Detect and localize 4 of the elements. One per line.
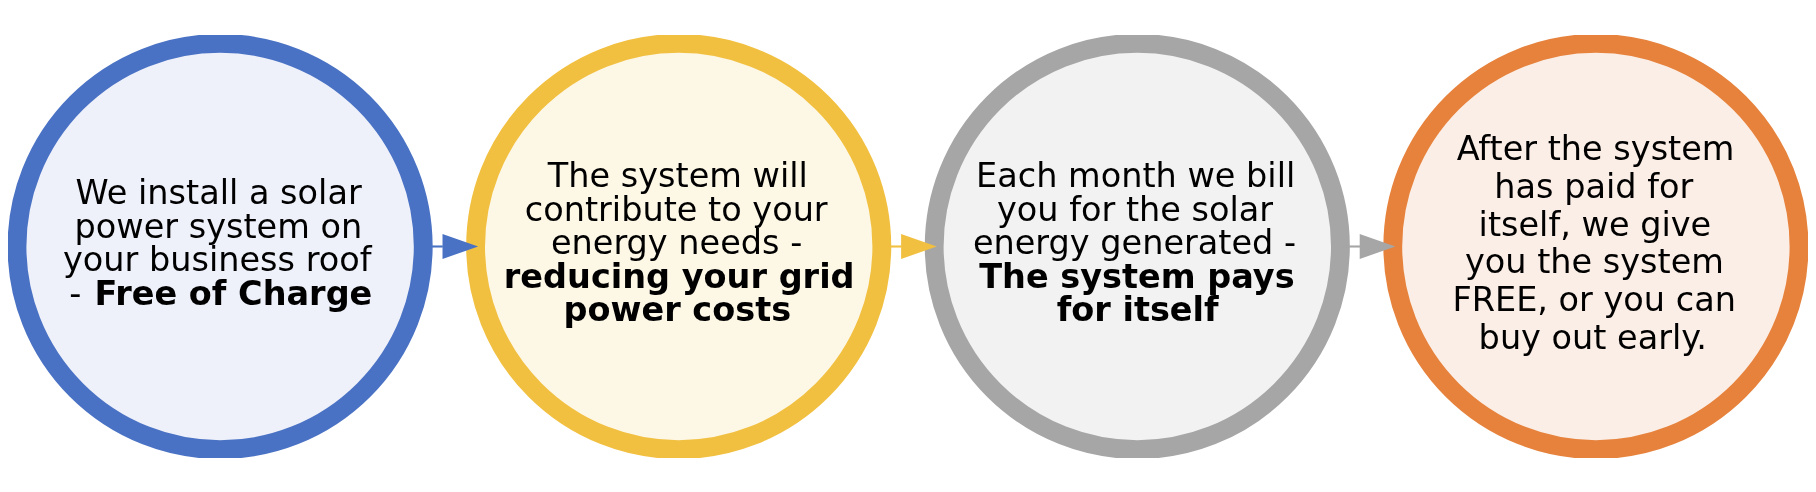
node-circle: The system will contribute to your energy needs - reducing your grid power costs [466,34,892,458]
node-circle: After the system has paid for itself, we give you the system FREE, or you can buy out early. [1383,34,1808,458]
node-circle: We install a solar power system on your business roof - Free of Charge [8,34,433,458]
node-circle: Each month we bill you for the solar energy generated - The system pays for itself [924,34,1350,458]
